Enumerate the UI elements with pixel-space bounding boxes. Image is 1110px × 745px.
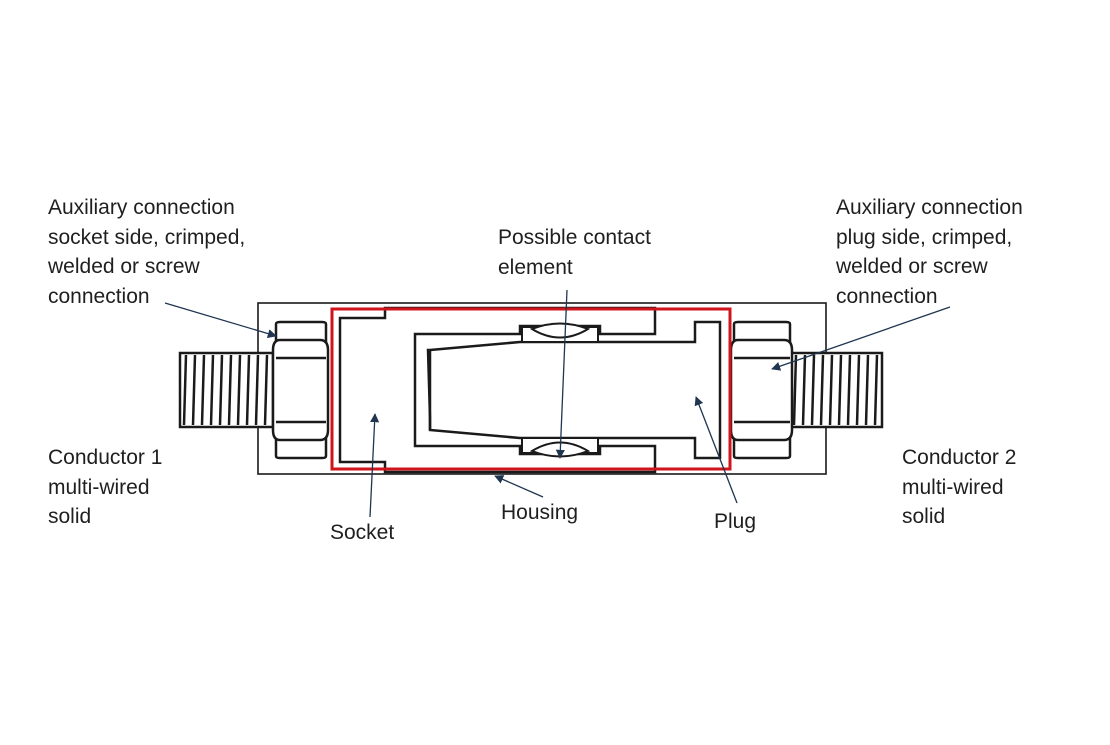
label-plug: Plug [714,510,757,533]
plug-side-nut [729,320,794,460]
leader-aux-socket [164,302,277,339]
label-aux-socket: Auxiliary connection socket side, crimpe… [48,196,246,308]
socket-body [338,306,657,474]
conductor-1-thread [178,351,275,429]
label-conductor-1: Conductor 1 multi-wired solid [48,446,163,528]
label-aux-plug: Auxiliary connection plug side, crimped,… [836,196,1023,308]
label-contact-element: Possible contact element [498,226,651,279]
contact-element-top [521,322,599,343]
conductor-2-thread [786,351,884,429]
label-socket: Socket [330,521,395,544]
label-conductor-2: Conductor 2 multi-wired solid [902,446,1017,528]
leader-socket [369,413,380,518]
leader-contact [555,289,568,459]
leader-aux-plug [771,306,951,371]
label-housing: Housing [501,501,579,524]
socket-side-nut [271,320,330,460]
leader-housing [494,475,544,498]
leader-plug [694,396,738,504]
highlight-frame [330,307,732,471]
